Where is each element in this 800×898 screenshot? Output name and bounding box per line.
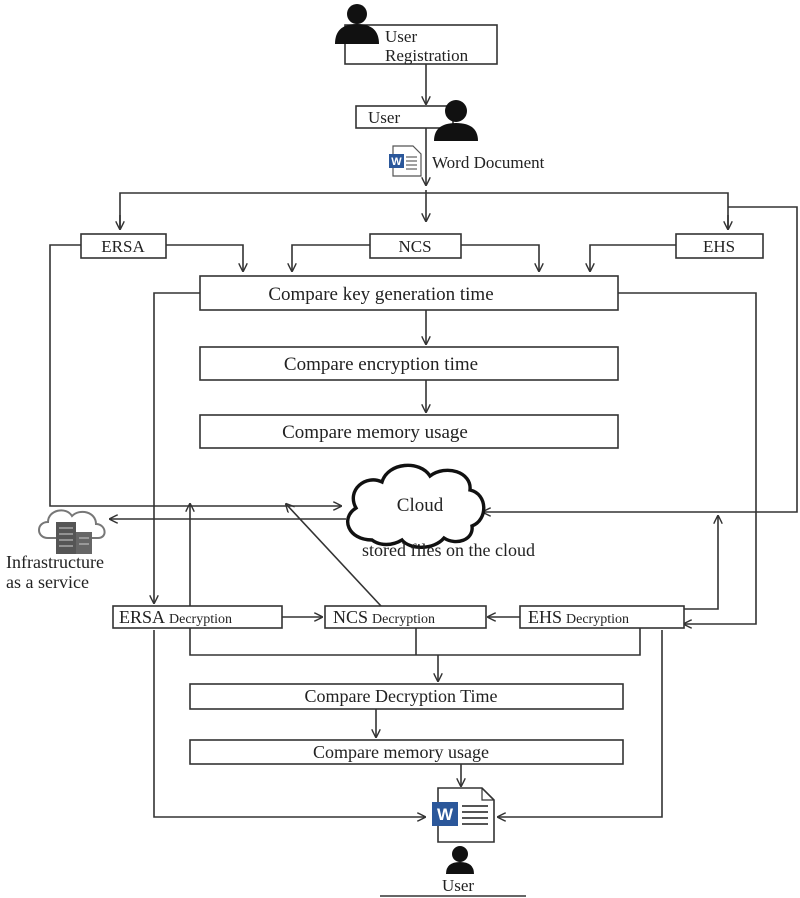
compare-keygen-node: Compare key generation time xyxy=(199,275,619,311)
user-icon xyxy=(434,100,478,141)
word-document-label: Word Document xyxy=(432,153,545,172)
ncs-label: NCS xyxy=(398,237,431,256)
distribution-bar xyxy=(119,192,729,229)
compare-memory-label-2: Compare memory usage xyxy=(313,742,489,762)
ehs-decryption-box xyxy=(519,605,685,629)
ehs-decryption-main: EHS xyxy=(528,607,562,627)
word-document-icon: W xyxy=(389,145,422,177)
compare-decryption-label: Compare Decryption Time xyxy=(305,686,498,706)
svg-text:W: W xyxy=(391,156,402,168)
ehs-box xyxy=(675,233,764,259)
compare-memory-node-2: Compare memory usage xyxy=(189,739,624,765)
user-registration-label-1: User xyxy=(385,27,417,46)
compare-decryption-node: Compare Decryption Time xyxy=(189,683,624,710)
decryption-merge-bar xyxy=(189,628,641,656)
user-registration-node: User Registration xyxy=(335,4,498,65)
user-top-node: User xyxy=(355,100,478,141)
ersa-decryption-main: ERSA xyxy=(119,607,165,627)
ncs-decryption-node: NCS Decryption xyxy=(324,605,487,629)
iaas-label-1: Infrastructure xyxy=(6,552,104,572)
compare-keygen-label: Compare key generation time xyxy=(268,284,493,305)
arrow-ncs-to-keygen-left xyxy=(292,244,370,271)
user-top-label: User xyxy=(368,108,400,127)
user-icon xyxy=(335,4,379,44)
ncs-decryption-label: NCS Decryption xyxy=(333,607,435,627)
ehs-decryption-label: EHS Decryption xyxy=(528,607,629,627)
cloud-icon xyxy=(346,463,486,549)
arrow-ersa-dec-to-document xyxy=(153,630,425,817)
arrow-ersa-to-cloud xyxy=(49,244,341,506)
cloud-label: Cloud xyxy=(397,495,444,516)
user-bottom-label: User xyxy=(442,876,474,895)
compare-encryption-box xyxy=(199,346,619,381)
arrow-keygen-to-ersa-decryption xyxy=(154,292,200,603)
building-cloud-icon xyxy=(38,509,106,554)
iaas-label-2: as a service xyxy=(6,572,89,592)
ersa-decryption-box xyxy=(112,605,283,629)
ersa-label: ERSA xyxy=(101,237,145,256)
compare-keygen-box xyxy=(199,275,619,311)
user-icon xyxy=(446,846,474,874)
ehs-decryption-node: EHS Decryption xyxy=(519,605,685,629)
compare-memory-box-1 xyxy=(199,414,619,449)
arrow-ehs-to-keygen xyxy=(590,244,676,271)
ersa-node: ERSA xyxy=(80,233,167,259)
ncs-box xyxy=(369,233,462,259)
arrow-ehs-to-cloud xyxy=(483,206,798,512)
compare-decryption-box xyxy=(189,683,624,710)
ersa-decryption-node: ERSA Decryption xyxy=(112,605,283,629)
ehs-node: EHS xyxy=(675,233,764,259)
ersa-decryption-suffix: Decryption xyxy=(169,612,232,627)
word-document-icon: W xyxy=(432,787,495,843)
arrow-ersa-to-keygen xyxy=(166,244,243,271)
stored-files-label: stored files on the cloud xyxy=(362,540,535,560)
ersa-decryption-label: ERSA Decryption xyxy=(119,607,232,627)
compare-encryption-label: Compare encryption time xyxy=(284,354,478,375)
arrow-ehs-decryption-to-cloud xyxy=(684,516,718,610)
ehs-decryption-suffix: Decryption xyxy=(566,612,629,627)
ncs-node: NCS xyxy=(369,233,462,259)
connectors xyxy=(49,64,798,897)
compare-memory-box-2 xyxy=(189,739,624,765)
user-registration-label-2: Registration xyxy=(385,46,469,65)
arrow-ehs-dec-to-document xyxy=(498,630,663,817)
ncs-decryption-box xyxy=(324,605,487,629)
ehs-label: EHS xyxy=(703,237,735,256)
compare-encryption-node: Compare encryption time xyxy=(199,346,619,381)
ncs-decryption-suffix: Decryption xyxy=(372,612,435,627)
svg-text:W: W xyxy=(437,805,454,824)
compare-memory-label-1: Compare memory usage xyxy=(282,422,468,443)
arrow-ncs-decryption-to-cloud xyxy=(286,504,382,607)
compare-memory-node-1: Compare memory usage xyxy=(199,414,619,449)
arrow-ncs-to-keygen-right xyxy=(461,244,539,271)
arrow-keygen-to-ehs-decryption xyxy=(618,292,757,624)
ncs-decryption-main: NCS xyxy=(333,607,368,627)
ersa-box xyxy=(80,233,167,259)
